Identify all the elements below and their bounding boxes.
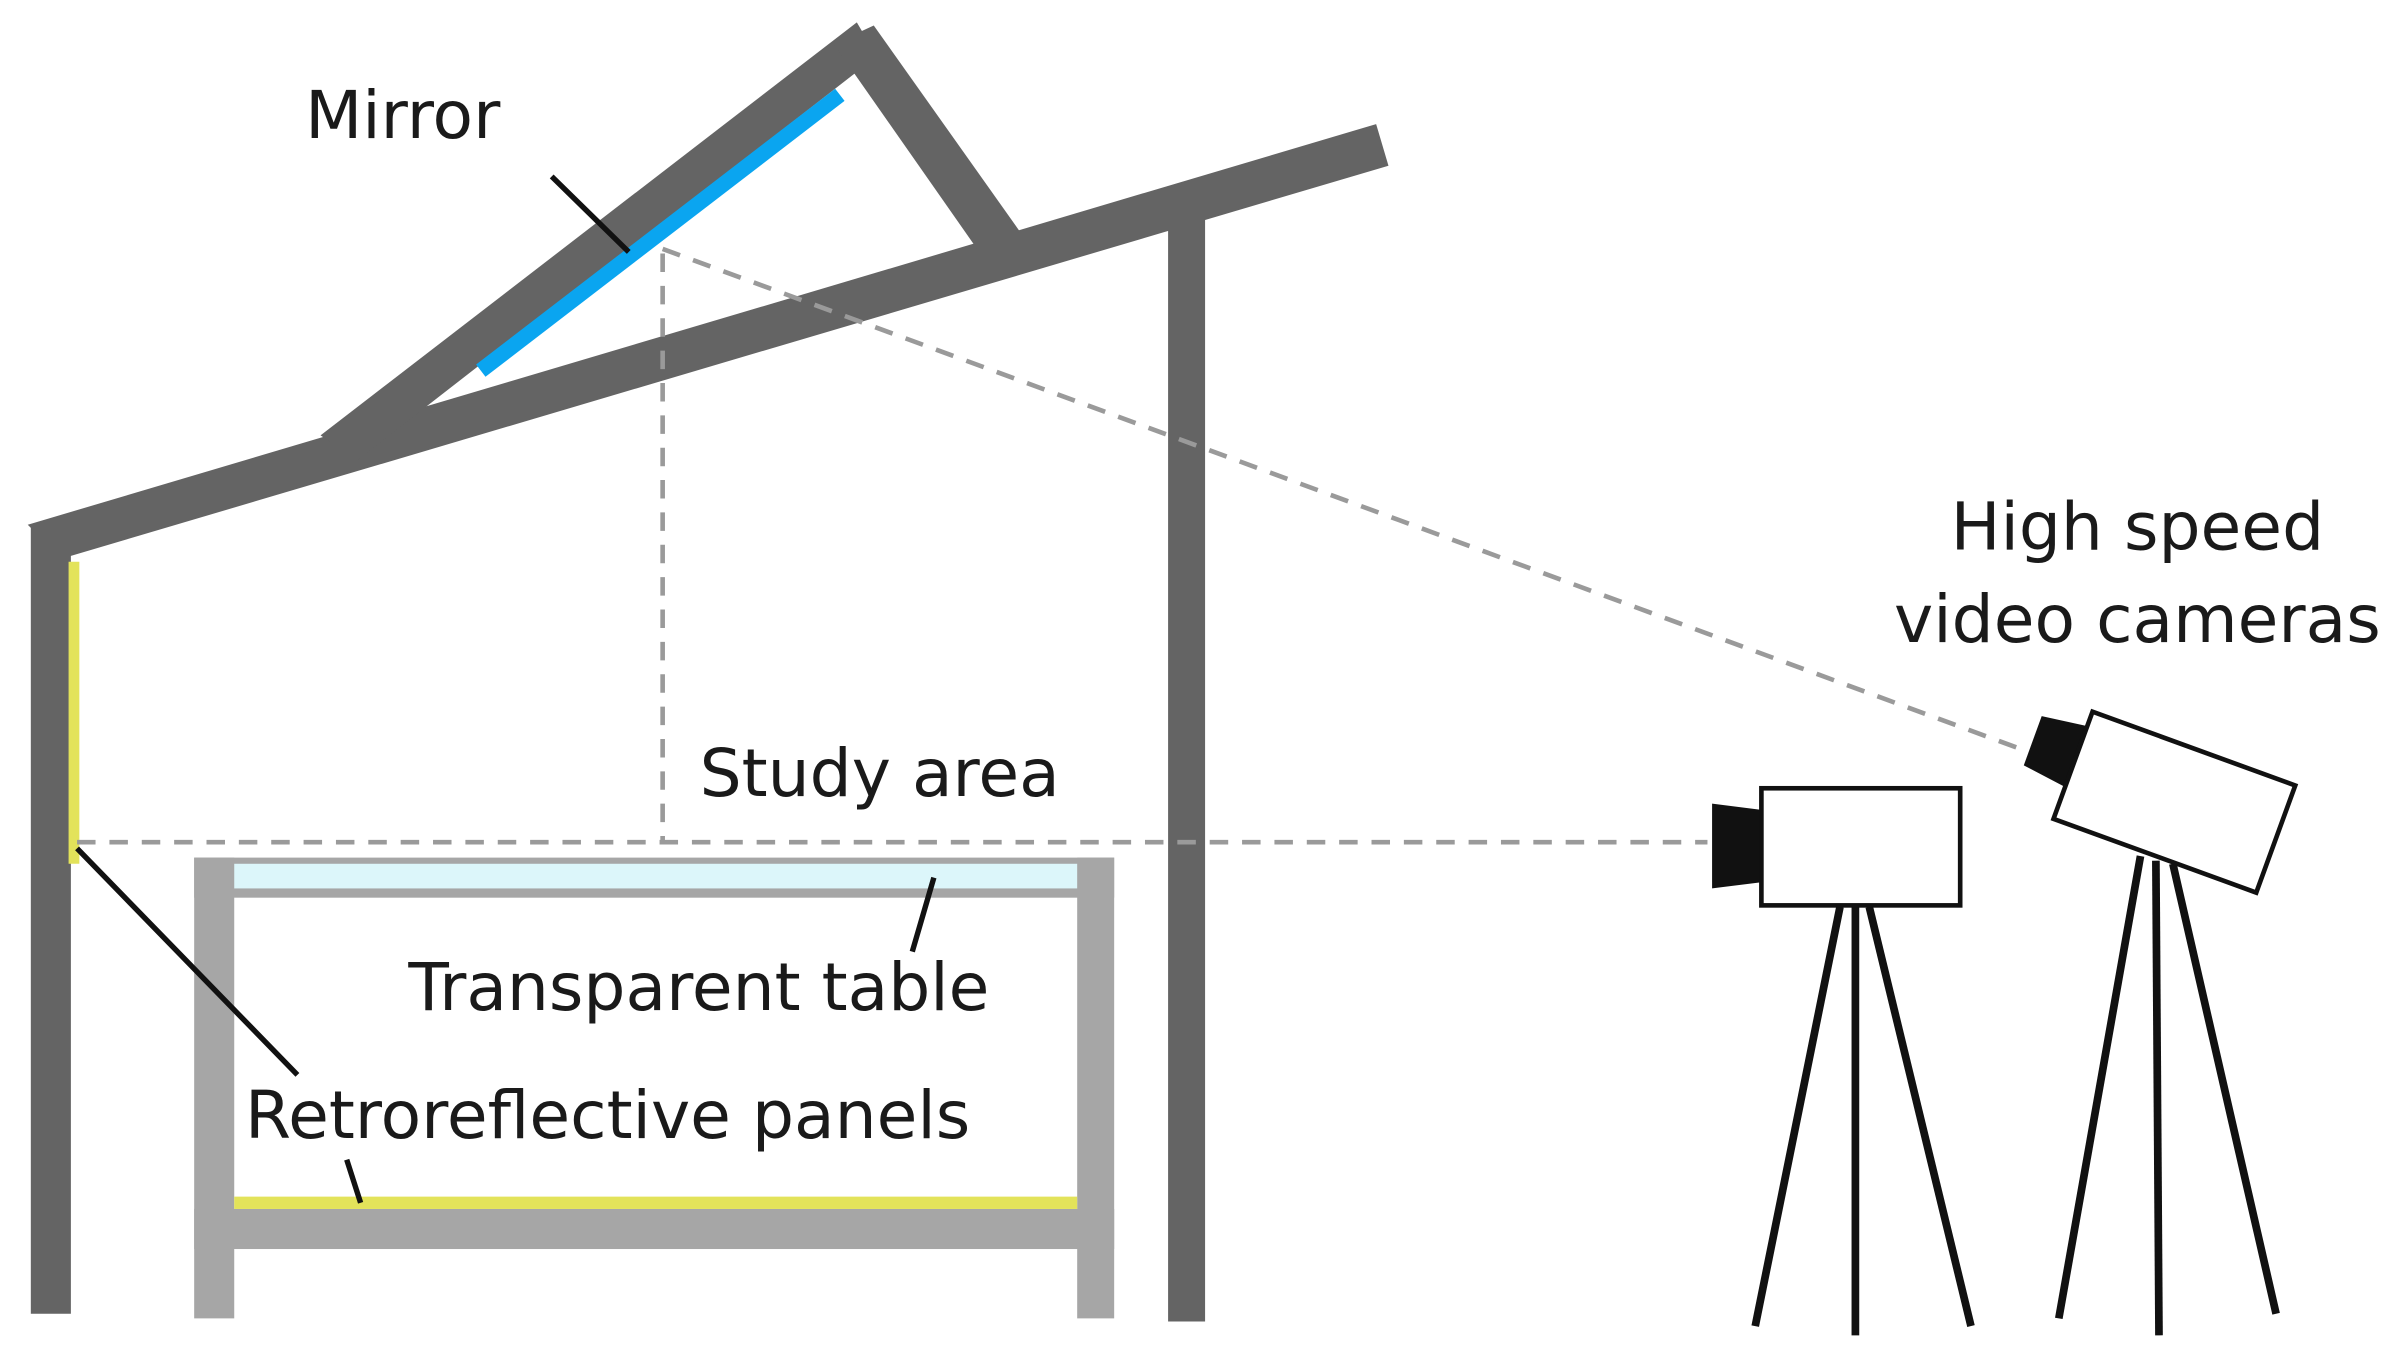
leader-lines (75, 174, 937, 1204)
camera-left-body (1759, 785, 1963, 908)
retroreflective-panels-label: Retroreflective panels (245, 1076, 970, 1154)
retroreflective-leader-table (344, 1158, 364, 1204)
left-wall (30, 524, 71, 1314)
transparent-table-surface (234, 863, 1078, 889)
table-right-leg (1077, 857, 1115, 1319)
cameras-label-line2: video cameras (1894, 580, 2381, 658)
mirror-frame-lower-arm (320, 22, 877, 461)
transparent-table-leader (909, 876, 937, 953)
camera-left-lens (1712, 803, 1762, 889)
table (194, 857, 1115, 1319)
retroreflective-leader-wall (75, 846, 300, 1077)
table-retroreflective-panel (234, 1196, 1078, 1209)
transparent-table-label: Transparent table (407, 948, 989, 1026)
sight-lines (77, 246, 2032, 845)
table-left-leg (194, 857, 235, 1319)
mirror (476, 88, 845, 377)
table-lower-shelf (194, 1208, 1115, 1250)
study-area-label: Study area (700, 734, 1060, 812)
mirror-label: Mirror (305, 76, 501, 154)
labels: Mirror Study area Transparent table Retr… (245, 76, 2381, 1154)
building-structure (27, 22, 1389, 1322)
mirror-leader (549, 174, 631, 254)
video-camera-left-icon (1712, 785, 1975, 1336)
tripod-right (2055, 855, 2280, 1336)
right-post (1168, 216, 1206, 1322)
mirror-camera-sight-line (661, 246, 2032, 755)
camera-right-body (2050, 708, 2299, 896)
video-camera-right-icon (2023, 708, 2299, 1336)
tripod-left (1751, 906, 1975, 1336)
cameras-label-line1: High speed (1951, 487, 2324, 565)
mirror-frame-upper-arm (833, 25, 1021, 249)
